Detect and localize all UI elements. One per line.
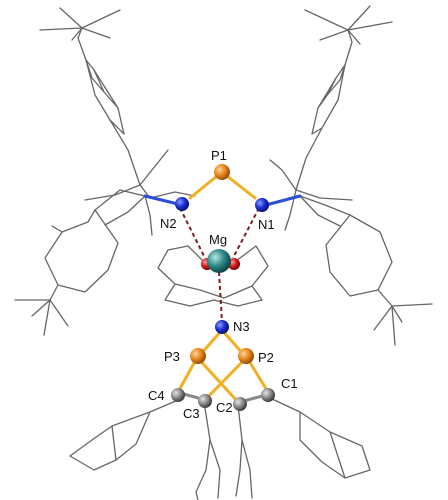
lower-phenyl-wireframes xyxy=(69,397,371,500)
atom-mg xyxy=(207,249,231,273)
right-lower-aryl-wireframe xyxy=(299,195,433,346)
label-mg: Mg xyxy=(209,232,227,247)
atom-n3 xyxy=(215,320,229,334)
label-p3: P3 xyxy=(164,349,180,364)
atom-p2 xyxy=(238,348,254,364)
atom-p1 xyxy=(214,164,230,180)
left-upper-aryl-wireframe xyxy=(39,7,196,201)
atom-c1 xyxy=(261,388,275,402)
label-c2: C2 xyxy=(216,400,233,415)
label-n2: N2 xyxy=(160,216,177,231)
atom-p3 xyxy=(190,348,206,364)
core-bonds xyxy=(143,170,302,404)
label-p2: P2 xyxy=(258,350,274,365)
atom-c2 xyxy=(233,397,247,411)
left-lower-aryl-wireframe xyxy=(14,189,153,336)
label-n1: N1 xyxy=(258,217,275,232)
atom-n2 xyxy=(175,197,189,211)
atom-c4 xyxy=(171,388,185,402)
label-n3: N3 xyxy=(233,319,250,334)
ether-ring-wireframe xyxy=(157,245,269,307)
atom-c3 xyxy=(198,394,212,408)
label-p1: P1 xyxy=(211,148,227,163)
right-upper-aryl-wireframe xyxy=(269,5,393,231)
label-c3: C3 xyxy=(183,406,200,421)
atom-n1 xyxy=(255,198,269,212)
label-c1: C1 xyxy=(281,376,298,391)
label-c4: C4 xyxy=(148,388,165,403)
